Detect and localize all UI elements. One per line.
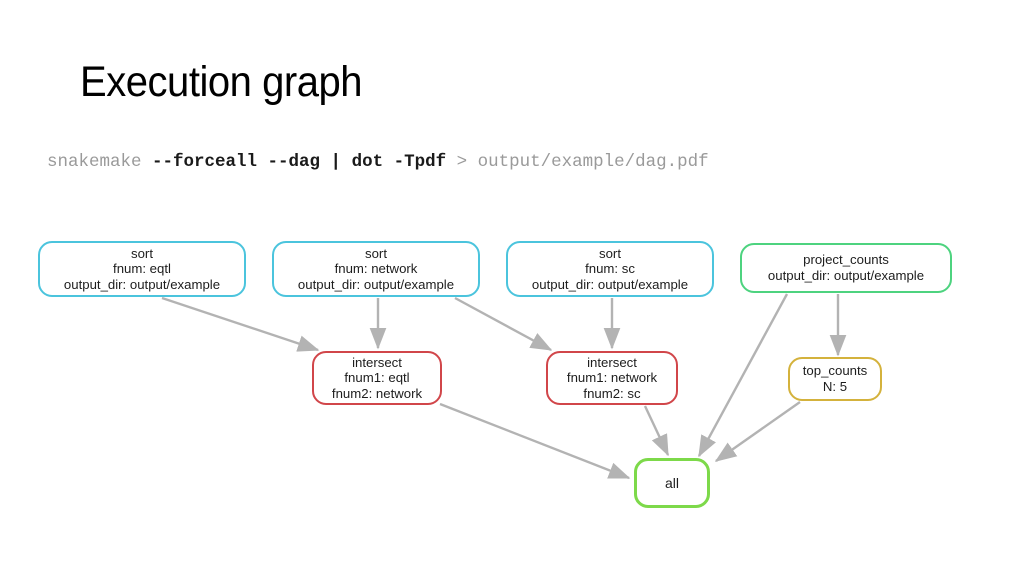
command-part-flags: --forceall --dag | dot -Tpdf bbox=[152, 152, 447, 172]
node-line: fnum: eqtl bbox=[113, 261, 171, 277]
page-title: Execution graph bbox=[80, 58, 363, 106]
node-line: top_counts bbox=[802, 363, 868, 379]
edge-sort-eqtl-to-intersect1 bbox=[161, 296, 320, 352]
node-line: output_dir: output/example bbox=[297, 276, 455, 292]
graph-node-top-counts[interactable]: top_counts N: 5 bbox=[788, 357, 882, 401]
node-line: output_dir: output/example bbox=[767, 268, 925, 283]
node-line: intersect bbox=[352, 354, 402, 370]
command-part-redirect: > output/example/dag.pdf bbox=[446, 152, 709, 172]
node-line: fnum1: eqtl bbox=[344, 370, 410, 386]
graph-node-all[interactable]: all bbox=[634, 458, 710, 508]
node-line: fnum2: network bbox=[331, 385, 423, 401]
graph-node-intersect-eqtl-network[interactable]: intersect fnum1: eqtl fnum2: network bbox=[312, 351, 442, 405]
node-line: output_dir: output/example bbox=[63, 276, 221, 292]
edge-sort-network-to-intersect2 bbox=[454, 296, 553, 352]
node-line: fnum: network bbox=[334, 261, 418, 277]
edge-top-counts-to-all bbox=[714, 401, 801, 462]
node-line: all bbox=[664, 474, 679, 491]
node-line: fnum1: network bbox=[566, 370, 658, 386]
node-line: output_dir: output/example bbox=[531, 276, 689, 292]
node-line: project_counts bbox=[803, 252, 889, 268]
command-part-prefix: snakemake bbox=[47, 152, 153, 172]
node-line: sort bbox=[365, 245, 387, 261]
edge-intersect1-to-all bbox=[439, 402, 631, 480]
graph-node-sort-network[interactable]: sort fnum: network output_dir: output/ex… bbox=[272, 241, 480, 297]
graph-node-sort-sc[interactable]: sort fnum: sc output_dir: output/example bbox=[506, 241, 714, 297]
graph-node-project-counts[interactable]: project_counts output_dir: output/exampl… bbox=[740, 243, 952, 293]
node-line: fnum2: sc bbox=[583, 385, 641, 401]
node-line: fnum: sc bbox=[585, 261, 635, 277]
node-line: sort bbox=[131, 245, 153, 261]
edge-project-counts-to-all bbox=[697, 293, 789, 458]
node-line: sort bbox=[599, 245, 621, 261]
node-line: N: 5 bbox=[822, 379, 848, 394]
graph-node-intersect-network-sc[interactable]: intersect fnum1: network fnum2: sc bbox=[546, 351, 678, 405]
edge-intersect2-to-all bbox=[643, 405, 670, 457]
graph-node-sort-eqtl[interactable]: sort fnum: eqtl output_dir: output/examp… bbox=[38, 241, 246, 297]
node-line: intersect bbox=[587, 354, 637, 370]
command-line: snakemake --forceall --dag | dot -Tpdf >… bbox=[47, 152, 709, 172]
